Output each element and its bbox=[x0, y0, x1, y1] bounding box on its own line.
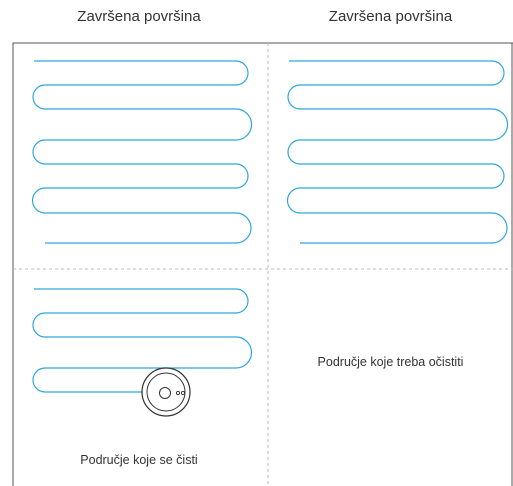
cleaning-path-top-right bbox=[286, 60, 509, 244]
robot-vacuum-icon bbox=[141, 367, 191, 417]
completed-area-label-left: Završena površina bbox=[77, 8, 201, 25]
area-to-clean-label: Područje koje treba očistiti bbox=[317, 355, 464, 369]
completed-area-label-right: Završena površina bbox=[328, 8, 453, 25]
cleaning-path-bottom-left bbox=[32, 288, 253, 393]
area-being-cleaned-label: Područje koje se čisti bbox=[80, 453, 198, 467]
cleaning-path-top-left bbox=[31, 60, 253, 244]
room-frame bbox=[12, 42, 513, 486]
